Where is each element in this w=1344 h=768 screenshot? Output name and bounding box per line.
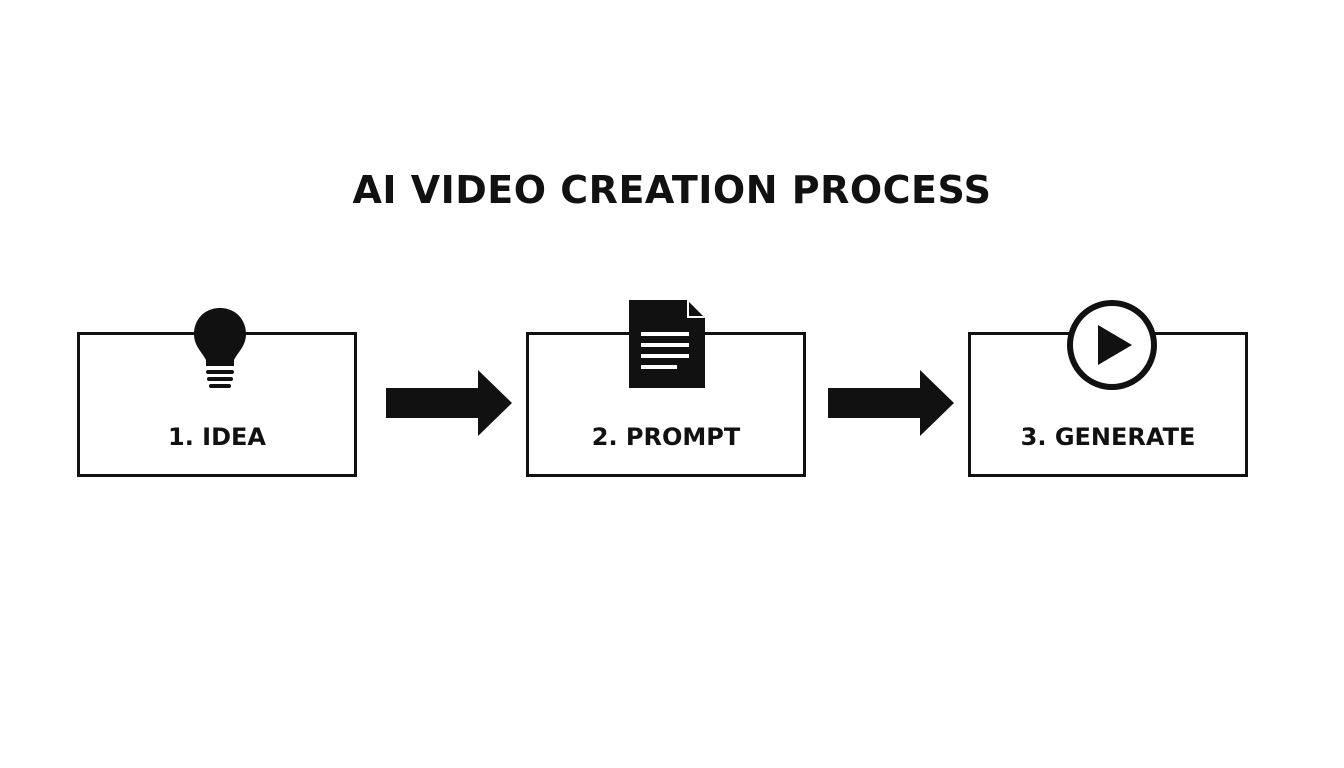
document-icon [629,300,705,388]
step-label: 1. IDEA [168,423,266,451]
lightbulb-icon [194,308,246,388]
play-circle-icon [1067,300,1157,390]
arrow-right-icon [828,370,954,436]
diagram-title: AI VIDEO CREATION PROCESS [352,168,992,212]
arrow-right-icon [386,370,512,436]
step-label: 3. GENERATE [1020,423,1196,451]
step-label: 2. PROMPT [591,423,741,451]
